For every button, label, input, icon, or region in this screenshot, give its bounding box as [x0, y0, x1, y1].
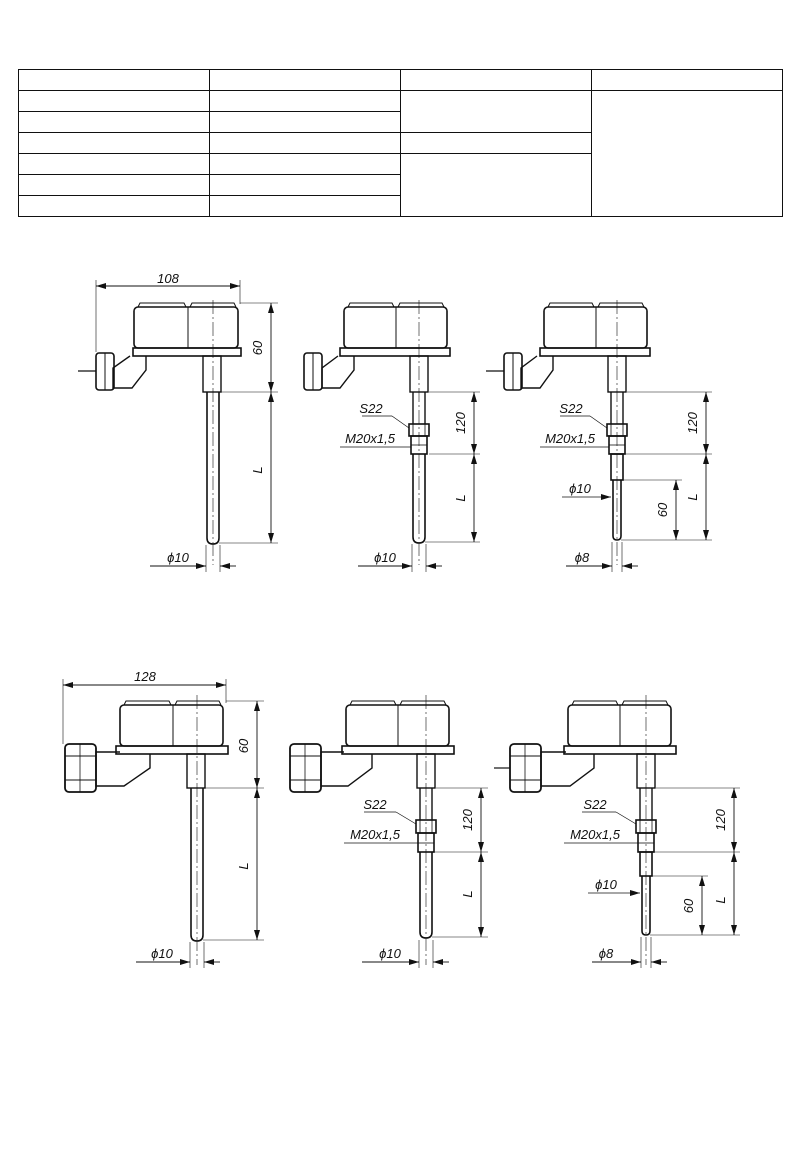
thermometer-drawing-bottom-3: [494, 695, 677, 965]
tip-length-dimension: 60: [655, 502, 670, 517]
table-cell: [400, 153, 592, 217]
diameter-dimension: ϕ10: [167, 550, 189, 565]
dimensions-top-1: 108 60 L ϕ10: [95, 271, 278, 572]
table-row: [18, 174, 783, 196]
diameter-dimension: ϕ10: [379, 946, 401, 961]
spec-table: [18, 69, 783, 217]
dimensions-bottom-3: S22 M20x1,5 ϕ10 120 60 L ϕ8: [564, 787, 740, 968]
thread-dimension: M20x1,5: [350, 827, 401, 842]
thread-dimension: M20x1,5: [345, 431, 396, 446]
length-dimension: L: [453, 494, 468, 501]
diameter-dimension: ϕ8: [599, 946, 614, 961]
step-diameter-dimension: ϕ10: [595, 877, 617, 892]
thread-dimension: M20x1,5: [570, 827, 621, 842]
head-height-dimension: 60: [236, 738, 251, 753]
thread-dimension: M20x1,5: [545, 431, 596, 446]
fitting-height-dimension: 120: [713, 808, 728, 830]
length-dimension: L: [236, 862, 251, 869]
table-row: [18, 195, 783, 217]
wrench-size-dimension: S22: [359, 401, 383, 416]
diameter-dimension: ϕ8: [575, 550, 590, 565]
head-height-dimension: 60: [250, 340, 265, 355]
table-row: [18, 153, 783, 217]
length-dimension: L: [250, 466, 265, 473]
table-row: [18, 90, 783, 217]
table-cell: [591, 90, 783, 217]
step-diameter-dimension: ϕ10: [569, 481, 591, 496]
thermometer-drawing-bottom-1: [64, 695, 229, 965]
length-dimension: L: [685, 493, 700, 500]
fitting-height-dimension: 120: [685, 411, 700, 433]
length-dimension: L: [460, 890, 475, 897]
table-cell: [209, 195, 401, 217]
wrench-size-dimension: S22: [363, 797, 387, 812]
table-row: [18, 69, 783, 91]
length-dimension: L: [713, 896, 728, 903]
fitting-height-dimension: 120: [460, 808, 475, 830]
dimensions-bottom-1: 128 60 L ϕ10: [62, 669, 264, 968]
tip-length-dimension: 60: [681, 898, 696, 913]
dimensions-top-2: S22 M20x1,5 120 L ϕ10: [340, 391, 480, 572]
thermometer-drawing-top-2: [303, 300, 451, 565]
wrench-size-dimension: S22: [583, 797, 607, 812]
diameter-dimension: ϕ10: [374, 550, 396, 565]
width-dimension: 128: [134, 669, 156, 684]
dimensions-bottom-2: S22 M20x1,5 120 L ϕ10: [344, 787, 488, 968]
thermometer-drawing-top-3: [486, 300, 651, 565]
fitting-height-dimension: 120: [453, 411, 468, 433]
table-cell: [400, 90, 592, 133]
wrench-size-dimension: S22: [559, 401, 583, 416]
width-dimension: 108: [157, 271, 179, 286]
dimensions-top-3: S22 M20x1,5 ϕ10 120 60 L ϕ8: [540, 391, 712, 572]
thermometer-drawing-bottom-2: [289, 695, 455, 965]
diameter-dimension: ϕ10: [151, 946, 173, 961]
thermometer-drawing-top-1: [78, 300, 242, 565]
table-row: [18, 132, 783, 154]
